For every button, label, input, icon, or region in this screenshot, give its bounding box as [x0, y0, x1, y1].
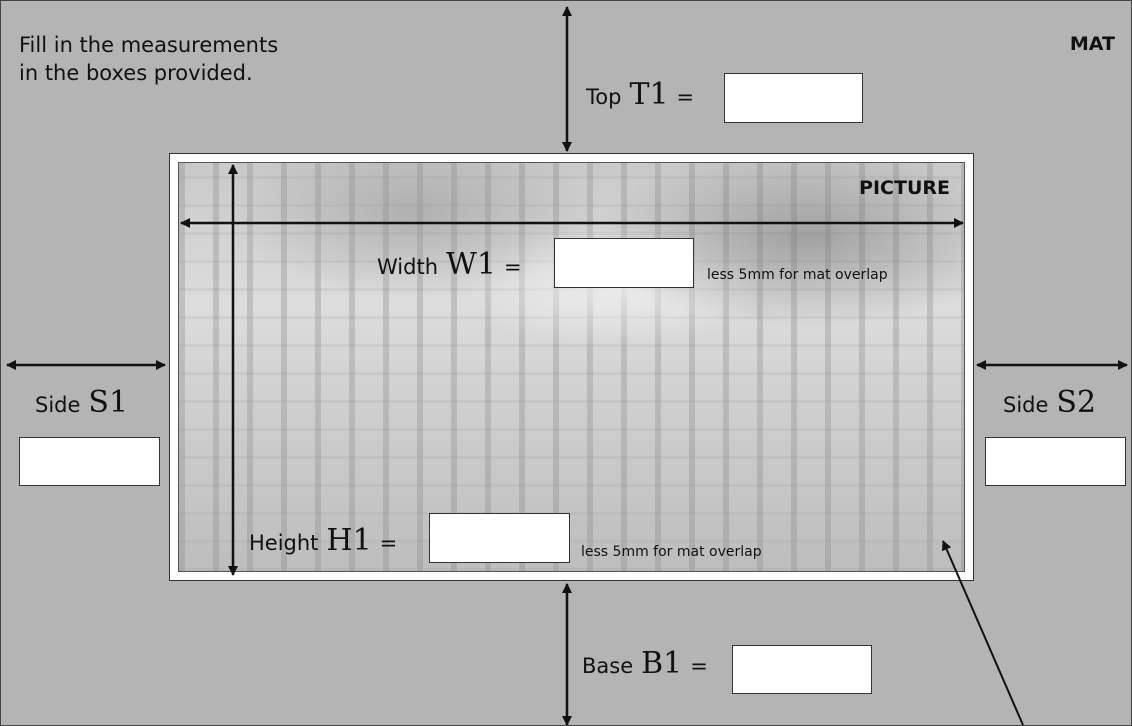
height-label: Height [249, 531, 319, 555]
mat-label: MAT [1069, 33, 1115, 55]
base-eq: = [690, 654, 708, 678]
side-left-label: Side [35, 393, 81, 417]
height-eq: = [379, 531, 398, 555]
base-label: Base [582, 654, 634, 678]
height-h1-input[interactable] [429, 513, 570, 563]
instruction-line-2: in the boxes provided. [19, 61, 253, 85]
side-right-var: S2 [1056, 385, 1097, 420]
side-s1-input[interactable] [19, 437, 160, 486]
width-eq: = [503, 255, 522, 279]
side-left-var: S1 [88, 385, 129, 420]
top-var: T1 [629, 77, 669, 112]
side-s2-input[interactable] [985, 437, 1126, 486]
picture-photo: PICTURE [178, 162, 965, 572]
width-w1-input[interactable] [554, 238, 694, 288]
height-note: less 5mm for mat overlap [581, 544, 762, 560]
top-t1-input[interactable] [724, 73, 863, 123]
top-label: Top [586, 85, 622, 109]
base-b1-input[interactable] [732, 645, 872, 694]
top-eq: = [676, 85, 695, 109]
width-var: W1 [446, 247, 496, 282]
width-label: Width [377, 255, 439, 279]
picture-label: PICTURE [859, 177, 950, 199]
width-label-group: Width W1 = [377, 247, 522, 282]
instruction-line-1: Fill in the measurements [19, 33, 279, 57]
width-note: less 5mm for mat overlap [707, 267, 888, 283]
side-right-label-group: Side S2 [1003, 385, 1104, 420]
height-var: H1 [326, 523, 372, 558]
overlap-pointer-arrow [942, 540, 1024, 725]
side-left-label-group: Side S1 [35, 385, 136, 420]
base-var: B1 [641, 646, 683, 681]
instructions: Fill in the measurements in the boxes pr… [19, 31, 278, 87]
top-label-group: Top T1 = [586, 77, 694, 112]
base-label-group: Base B1 = [582, 646, 708, 681]
height-label-group: Height H1 = [249, 523, 397, 558]
side-right-label: Side [1003, 393, 1049, 417]
